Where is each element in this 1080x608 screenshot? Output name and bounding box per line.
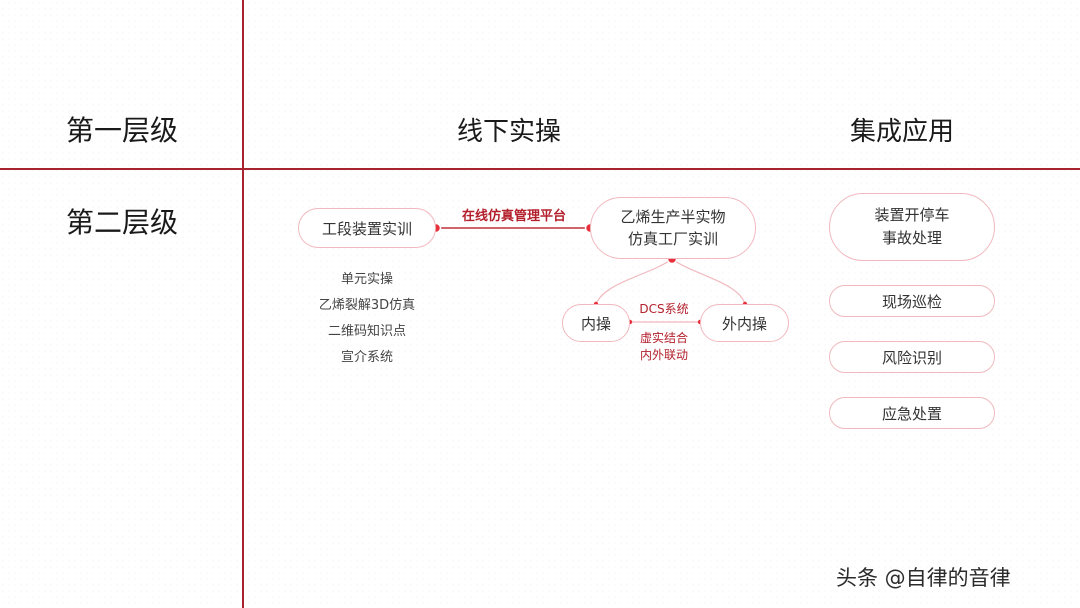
col-title-integrated: 集成应用 <box>850 117 955 147</box>
list-item: 乙烯裂解3D仿真 <box>318 298 416 313</box>
section-node: 工段装置实训 <box>298 208 436 248</box>
col-title-offline: 线下实操 <box>457 117 562 147</box>
row2-label: 第二层级 <box>66 206 179 239</box>
link-label: 虚实结合 内外联动 <box>639 331 688 362</box>
column-divider <box>242 0 244 608</box>
outer-node: 外内操 <box>700 304 789 342</box>
list-item: 单元实操 <box>340 272 393 287</box>
platform-link-label: 在线仿真管理平台 <box>461 209 566 224</box>
sub-item-list: 单元实操 乙烯裂解3D仿真 二维码知识点 宣介系统 <box>300 270 434 374</box>
dcs-label: DCS系统 <box>639 302 689 316</box>
factory-node: 乙烯生产半实物 仿真工厂实训 <box>590 197 756 259</box>
row1-label: 第一层级 <box>66 114 179 147</box>
row-divider <box>0 168 1080 170</box>
outer-connector <box>671 258 746 305</box>
inner-node: 内操 <box>562 304 630 342</box>
integrated-item-risk: 风险识别 <box>829 341 995 373</box>
integrated-item-startup: 装置开停车 事故处理 <box>829 193 995 261</box>
integrated-item-emergency: 应急处置 <box>829 397 995 429</box>
inner-connector <box>595 258 673 305</box>
watermark: 头条 @自律的音律 <box>836 566 1011 590</box>
integrated-item-inspection: 现场巡检 <box>829 285 995 317</box>
list-item: 二维码知识点 <box>327 324 406 339</box>
list-item: 宣介系统 <box>340 350 393 365</box>
